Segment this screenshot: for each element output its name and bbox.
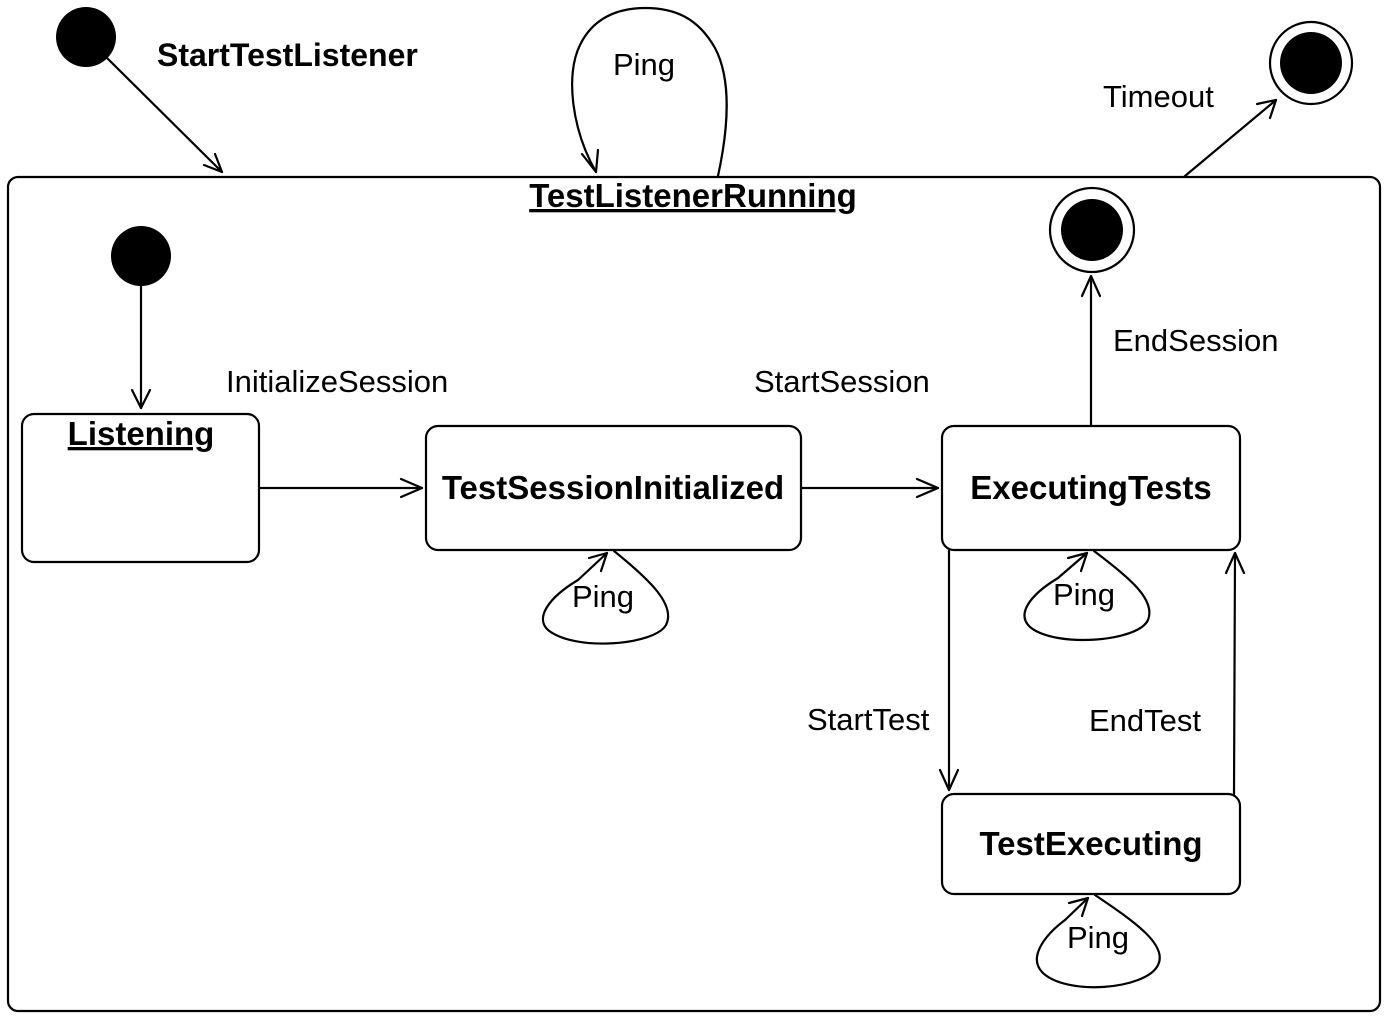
end-session-arrowhead <box>1080 274 1102 298</box>
session-initialized-ping-arrowhead <box>587 551 609 573</box>
inner-final-state-dot <box>1061 199 1123 261</box>
test-executing-ping-loop <box>1035 893 1161 989</box>
composite-ping-arrowhead <box>580 148 600 174</box>
test-executing-ping-arrowhead <box>1067 896 1090 918</box>
timeout-arrowhead <box>1255 98 1278 120</box>
state-listening-label: Listening <box>68 415 215 452</box>
executing-tests-ping-loop <box>1023 549 1151 642</box>
inner-initial-arrowhead <box>130 388 152 410</box>
initialize-session-arrowhead <box>399 477 424 499</box>
executing-tests-ping-arrowhead <box>1066 551 1089 573</box>
start-session-label: StartSession <box>754 364 930 399</box>
session-initialized-ping-loop <box>541 549 670 645</box>
end-test-arrowhead <box>1224 551 1246 575</box>
state-test-executing-label: TestExecuting <box>979 825 1202 862</box>
start-test-listener-arrowhead <box>202 152 224 174</box>
end-session-label: EndSession <box>1113 323 1278 358</box>
state-executing-tests-label: ExecutingTests <box>970 469 1211 506</box>
start-session-arrowhead <box>915 477 940 499</box>
test-executing-ping-label: Ping <box>1067 920 1129 955</box>
end-test-label: EndTest <box>1089 703 1201 738</box>
composite-ping-loop <box>571 6 728 178</box>
timeout-label: Timeout <box>1103 79 1214 114</box>
start-test-label: StartTest <box>807 702 930 737</box>
composite-state-title: TestListenerRunning <box>529 177 857 214</box>
start-test-listener-arrow <box>105 56 224 174</box>
composite-ping-label: Ping <box>613 47 675 82</box>
session-initialized-ping-label: Ping <box>572 579 634 614</box>
inner-initial-pseudostate <box>111 226 171 286</box>
top-initial-pseudostate <box>56 7 116 67</box>
end-test-arrow <box>1232 551 1237 796</box>
start-test-listener-label: StartTestListener <box>157 37 418 73</box>
start-test-arrowhead <box>938 768 960 792</box>
executing-tests-ping-label: Ping <box>1053 577 1115 612</box>
state-test-executing[interactable] <box>940 792 1242 896</box>
timeout-arrow <box>1183 98 1278 178</box>
initialize-session-label: InitializeSession <box>226 364 448 399</box>
state-test-session-initialized-label: TestSessionInitialized <box>442 469 784 506</box>
outer-final-state-dot <box>1280 32 1342 94</box>
